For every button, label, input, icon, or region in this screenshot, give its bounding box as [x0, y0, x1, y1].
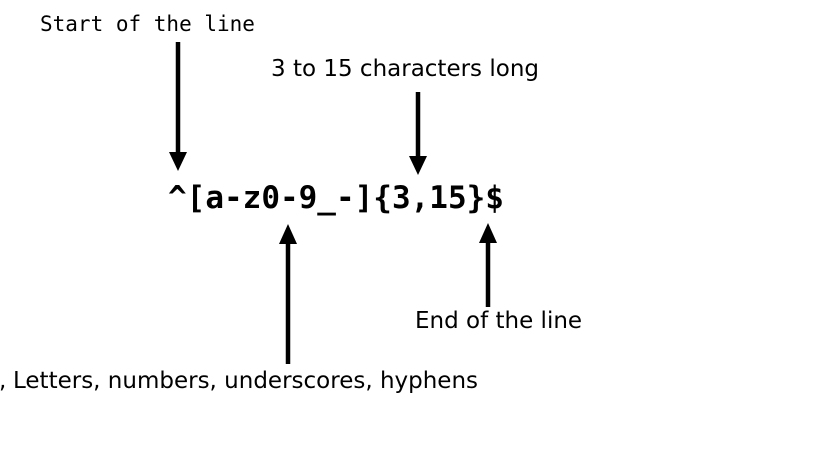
annotation-label-end-of-line: End of the line: [415, 308, 583, 334]
annotation-label-character-class: Letters, numbers, underscores, hyphens: [13, 368, 479, 394]
regex-pattern: ^[a-z0-9_-]{3,15}$: [168, 180, 504, 216]
annotation-label-start-of-line: Start of the line: [40, 12, 255, 36]
arrow-down-length-range: [408, 92, 428, 176]
clipped-prefix-glyph: ,: [0, 370, 7, 393]
arrow-down-start-of-line: [168, 42, 188, 172]
arrow-up-end-of-line: [478, 223, 498, 307]
annotation-label-length-range: 3 to 15 characters long: [271, 56, 539, 82]
arrow-up-character-class: [278, 224, 298, 364]
